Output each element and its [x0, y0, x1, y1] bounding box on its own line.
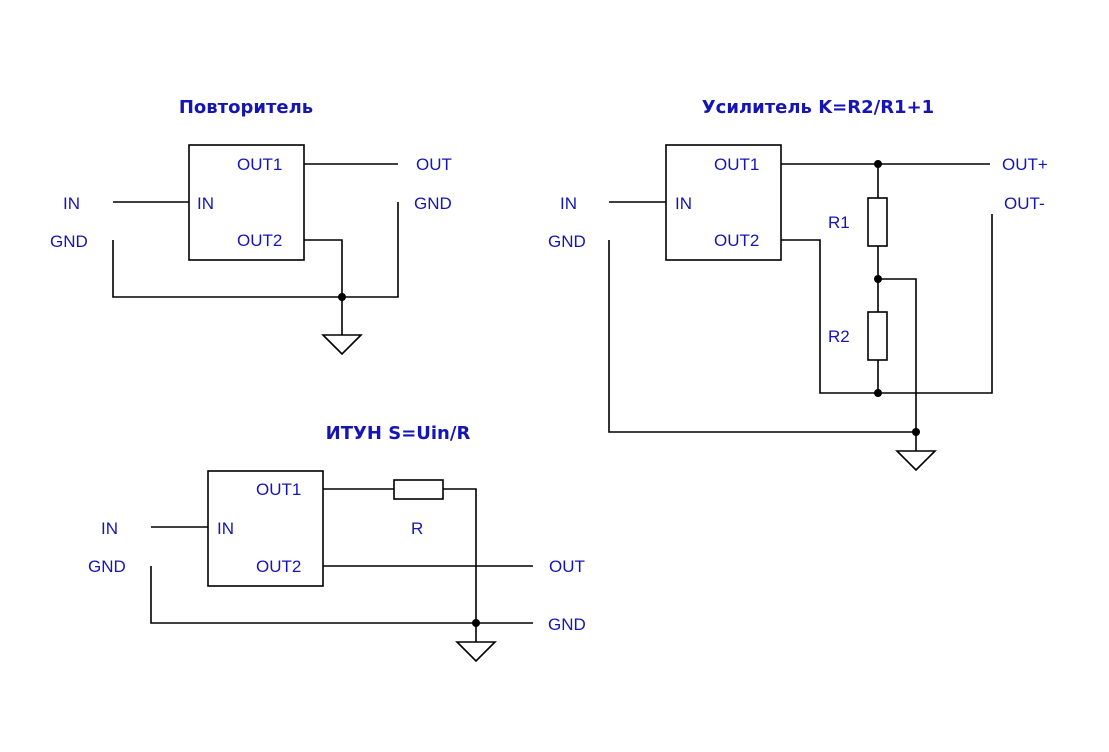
label-r: R — [411, 519, 423, 538]
amplifier-junction-gnd — [912, 428, 920, 436]
follower-ext-in: IN — [63, 194, 80, 213]
follower-title: Повторитель — [179, 97, 313, 118]
vccs-ground-symbol — [455, 641, 497, 663]
follower-ext-out: OUT — [416, 155, 452, 174]
vccs-gnd-wire — [150, 566, 533, 624]
follower-pin-in: IN — [197, 194, 214, 213]
vccs-ext-out: OUT — [549, 557, 585, 576]
follower-circuit: Повторитель IN OUT1 OUT2 IN GND OUT GND — [50, 97, 452, 356]
amplifier-circuit: Усилитель K=R2/R1+1 IN OUT1 OUT2 R1 R2 I… — [548, 97, 1048, 472]
amplifier-pin-out2: OUT2 — [714, 231, 759, 250]
follower-ground-symbol — [321, 334, 363, 356]
vccs-module-box — [207, 470, 324, 587]
resistor-r — [393, 479, 444, 500]
vccs-pin-in: IN — [217, 519, 234, 538]
amplifier-ext-out-plus: OUT+ — [1002, 155, 1048, 174]
vccs-ext-gnd-right: GND — [548, 615, 586, 634]
amplifier-pin-out1: OUT1 — [714, 155, 759, 174]
amplifier-gnd-wire — [608, 240, 916, 433]
amplifier-out2-wire — [781, 214, 993, 394]
vccs-pin-out1: OUT1 — [256, 480, 301, 499]
follower-out2-wire — [304, 239, 343, 335]
follower-gnd-wire — [112, 202, 399, 298]
follower-ext-gnd: GND — [50, 232, 88, 251]
vccs-circuit: ИТУН S=Uin/R IN OUT1 OUT2 R IN GND OUT G… — [88, 423, 586, 663]
amplifier-junction-bottom — [874, 389, 882, 397]
amplifier-junction-mid — [874, 275, 882, 283]
follower-pin-out2: OUT2 — [237, 231, 282, 250]
amplifier-module-box — [665, 144, 782, 261]
amplifier-pin-in: IN — [675, 194, 692, 213]
resistor-r1 — [867, 197, 888, 247]
vccs-pin-out2: OUT2 — [256, 557, 301, 576]
vccs-ext-gnd: GND — [88, 557, 126, 576]
follower-junction — [338, 293, 346, 301]
follower-ext-gnd-right: GND — [414, 194, 452, 213]
amplifier-ext-out-minus: OUT- — [1004, 194, 1045, 213]
label-r2: R2 — [828, 327, 850, 346]
vccs-title: ИТУН S=Uin/R — [326, 423, 471, 444]
amplifier-ext-gnd: GND — [548, 232, 586, 251]
amplifier-tap-wire — [878, 278, 917, 451]
resistor-r2 — [867, 311, 888, 361]
follower-pin-out1: OUT1 — [237, 155, 282, 174]
amplifier-ground-symbol — [895, 450, 937, 472]
vccs-out1-wire — [323, 488, 477, 642]
amplifier-junction-top — [874, 160, 882, 168]
follower-module-box — [188, 144, 305, 261]
amplifier-title: Усилитель K=R2/R1+1 — [702, 97, 934, 118]
vccs-ext-in: IN — [101, 519, 118, 538]
vccs-junction — [472, 619, 480, 627]
amplifier-ext-in: IN — [560, 194, 577, 213]
label-r1: R1 — [828, 213, 850, 232]
